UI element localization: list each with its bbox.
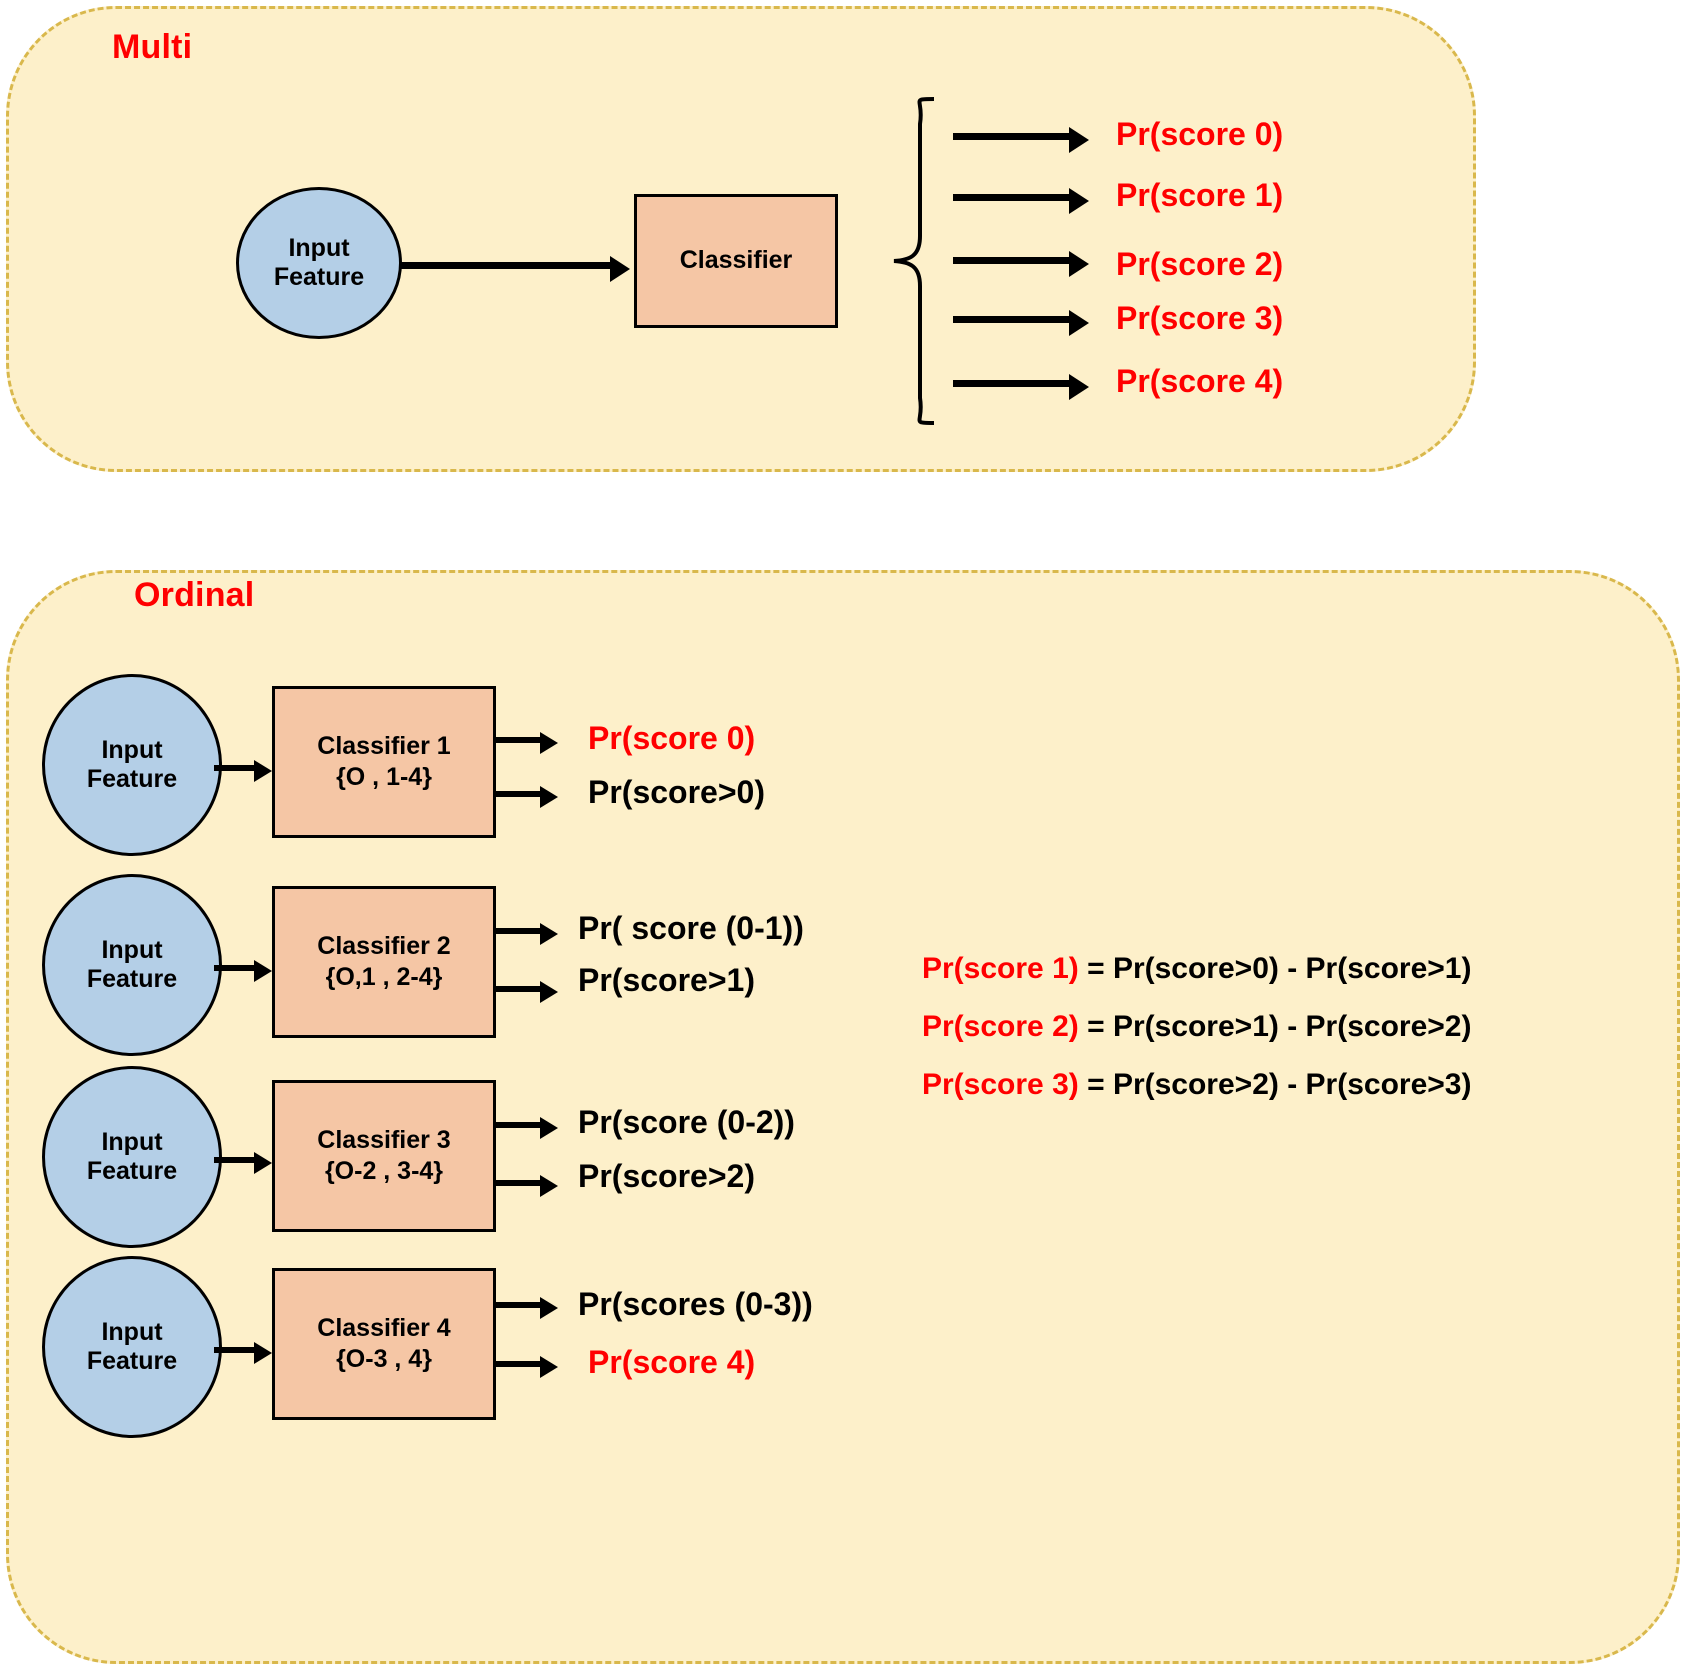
ordinal-input-2-line2: Feature [86, 965, 178, 993]
ordinal-input-feature-node-4: Input Feature [42, 1256, 222, 1438]
multi-output-brace [888, 96, 958, 426]
ordinal-equation-3-rhs: = Pr(score>2) - Pr(score>3) [1078, 1068, 1472, 1101]
ordinal-output-arrow-1-1 [496, 786, 558, 808]
ordinal-classifier-2-line2: {O,1 , 2-4} [325, 963, 443, 991]
ordinal-equation-3: Pr(score 3) = Pr(score>2) - Pr(score>3) [922, 1068, 1471, 1102]
ordinal-output-label-3-0: Pr(score (0-2)) [578, 1104, 795, 1140]
ordinal-input-3-line1: Input [101, 1128, 163, 1157]
ordinal-output-label-4-0: Pr(scores (0-3)) [578, 1286, 813, 1322]
ordinal-output-label-1-1: Pr(score>0) [588, 774, 765, 810]
ordinal-input-to-classifier-arrow-3 [214, 1152, 272, 1174]
multi-output-label-2: Pr(score 2) [1116, 246, 1284, 282]
ordinal-input-1-line2: Feature [86, 765, 178, 793]
ordinal-equation-2: Pr(score 2) = Pr(score>1) - Pr(score>2) [922, 1010, 1471, 1044]
multi-output-label-4: Pr(score 4) [1116, 363, 1284, 399]
ordinal-input-2-line1: Input [101, 936, 163, 965]
multi-output-arrow-0 [953, 127, 1089, 153]
ordinal-input-feature-node-1: Input Feature [42, 674, 222, 856]
multi-panel-title: Multi [112, 28, 193, 66]
ordinal-input-feature-node-3: Input Feature [42, 1066, 222, 1248]
multi-input-feature-node: Input Feature [236, 187, 402, 339]
ordinal-output-arrow-3-1 [496, 1175, 558, 1197]
multi-input-line2: Feature [273, 263, 365, 291]
ordinal-equation-1: Pr(score 1) = Pr(score>0) - Pr(score>1) [922, 952, 1471, 986]
multi-output-label-1: Pr(score 1) [1116, 177, 1284, 213]
ordinal-output-arrow-4-0 [496, 1297, 558, 1319]
ordinal-classifier-1-line1: Classifier 1 [317, 731, 451, 760]
multi-output-arrow-1 [953, 188, 1089, 214]
multi-output-label-3: Pr(score 3) [1116, 300, 1284, 336]
ordinal-equation-3-lhs: Pr(score 3) [922, 1068, 1079, 1101]
ordinal-classifier-1-line2: {O , 1-4} [336, 763, 432, 791]
ordinal-classifier-box-3: Classifier 3 {O-2 , 3-4} [272, 1080, 496, 1232]
ordinal-output-arrow-2-0 [496, 923, 558, 945]
ordinal-classifier-box-2: Classifier 2 {O,1 , 2-4} [272, 886, 496, 1038]
ordinal-panel-title: Ordinal [134, 576, 255, 614]
ordinal-input-to-classifier-arrow-2 [214, 960, 272, 982]
multi-input-to-classifier-arrow [400, 256, 630, 282]
ordinal-classifier-4-line1: Classifier 4 [317, 1313, 451, 1342]
multi-output-arrow-4 [953, 374, 1089, 400]
ordinal-output-label-4-1: Pr(score 4) [588, 1344, 756, 1380]
ordinal-output-arrow-1-0 [496, 732, 558, 754]
ordinal-input-feature-node-2: Input Feature [42, 874, 222, 1056]
multi-input-line1: Input [288, 234, 350, 263]
ordinal-classifier-3-line2: {O-2 , 3-4} [324, 1157, 444, 1185]
ordinal-input-4-line2: Feature [86, 1347, 178, 1375]
ordinal-input-3-line2: Feature [86, 1157, 178, 1185]
ordinal-output-arrow-2-1 [496, 981, 558, 1003]
ordinal-equation-2-rhs: = Pr(score>1) - Pr(score>2) [1078, 1010, 1472, 1043]
ordinal-classifier-4-line2: {O-3 , 4} [336, 1345, 432, 1373]
ordinal-panel [6, 570, 1680, 1664]
multi-output-arrow-3 [953, 310, 1089, 336]
multi-classifier-label: Classifier [679, 246, 793, 275]
ordinal-output-label-2-0: Pr( score (0-1)) [578, 910, 804, 946]
ordinal-output-label-2-1: Pr(score>1) [578, 962, 755, 998]
ordinal-equation-1-rhs: = Pr(score>0) - Pr(score>1) [1078, 952, 1472, 985]
ordinal-output-label-1-0: Pr(score 0) [588, 720, 756, 756]
multi-classifier-box: Classifier [634, 194, 838, 328]
ordinal-output-label-3-1: Pr(score>2) [578, 1158, 755, 1194]
ordinal-input-to-classifier-arrow-1 [214, 760, 272, 782]
multi-output-label-0: Pr(score 0) [1116, 116, 1284, 152]
ordinal-classifier-2-line1: Classifier 2 [317, 931, 451, 960]
ordinal-classifier-3-line1: Classifier 3 [317, 1125, 451, 1154]
ordinal-input-1-line1: Input [101, 736, 163, 765]
ordinal-equation-2-lhs: Pr(score 2) [922, 1010, 1079, 1043]
ordinal-classifier-box-4: Classifier 4 {O-3 , 4} [272, 1268, 496, 1420]
ordinal-equation-1-lhs: Pr(score 1) [922, 952, 1079, 985]
ordinal-output-arrow-3-0 [496, 1117, 558, 1139]
ordinal-classifier-box-1: Classifier 1 {O , 1-4} [272, 686, 496, 838]
multi-output-arrow-2 [953, 251, 1089, 277]
ordinal-input-4-line1: Input [101, 1318, 163, 1347]
ordinal-input-to-classifier-arrow-4 [214, 1342, 272, 1364]
ordinal-output-arrow-4-1 [496, 1356, 558, 1378]
